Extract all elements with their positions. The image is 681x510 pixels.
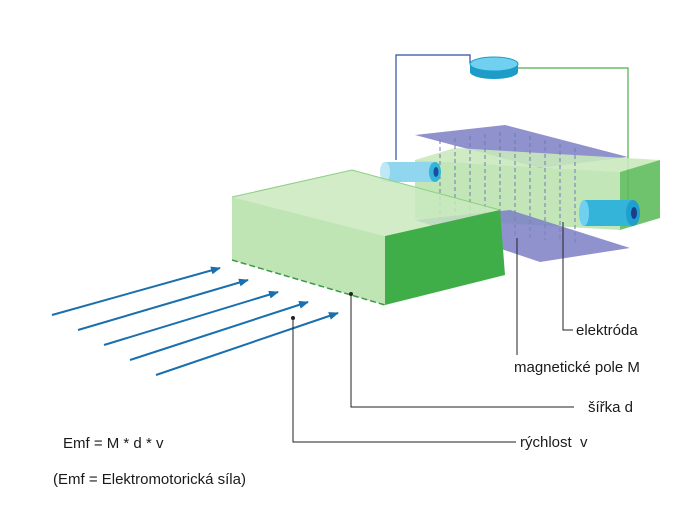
wire-left <box>395 54 471 160</box>
velocity-label: rýchlost v <box>520 434 588 451</box>
flow-channel <box>231 169 505 306</box>
flow-arrow-icon <box>77 278 249 331</box>
leader-lines <box>292 222 574 443</box>
flow-arrows <box>51 266 339 376</box>
magnetic-field-label: magnetické pole M <box>514 359 640 376</box>
flow-arrow-icon <box>103 290 279 346</box>
flow-arrow-icon <box>155 312 339 376</box>
emf-equation: Emf = M * d * v <box>63 435 164 452</box>
emf-definition: (Emf = Elektromotorická síla) <box>53 471 246 488</box>
width-label: šířka d <box>588 399 633 416</box>
flow-arrow-icon <box>51 266 221 316</box>
electrode-left <box>380 162 441 182</box>
electrode-right <box>579 200 640 226</box>
electrode-label: elektróda <box>576 322 638 339</box>
flow-arrow-icon <box>129 300 309 361</box>
meter-icon <box>469 56 519 79</box>
